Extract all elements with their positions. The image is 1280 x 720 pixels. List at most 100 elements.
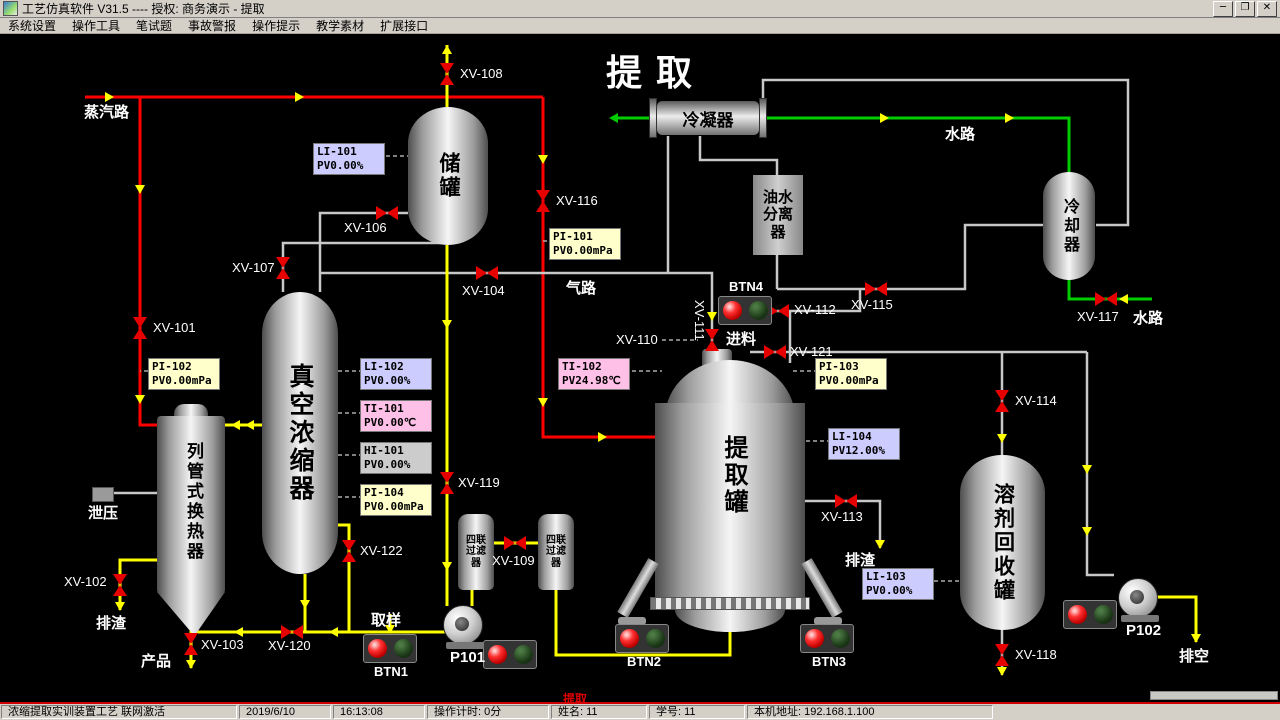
valve-XV-115[interactable] [865, 278, 887, 300]
valve-XV-113[interactable] [835, 490, 857, 512]
button-label-BTN3: BTN3 [812, 654, 846, 669]
button-panel-P101-lights[interactable] [483, 640, 537, 669]
close-button[interactable]: ✕ [1257, 0, 1277, 17]
lamp-green-P101-lights[interactable] [513, 645, 533, 664]
menu-item-1[interactable]: 系统设置 [8, 19, 57, 33]
status-field-operator-name: 姓名: 11 [551, 705, 647, 719]
window-title: 工艺仿真软件 V31.5 ---- 授权: 商务演示 - 提取 [22, 2, 265, 16]
valve-label-XV-110: XV-110 [616, 332, 658, 347]
pump-P101-label: P101 [450, 649, 486, 666]
condenser[interactable]: 冷凝器 [649, 98, 767, 138]
lamp-red-BTN2[interactable] [619, 629, 639, 648]
flow-label-water-line-top: 水路 [945, 126, 976, 143]
oil-water-separator[interactable]: 油水分离器 [753, 175, 803, 255]
button-panel-BTN2[interactable] [615, 624, 669, 653]
lamp-green-BTN1[interactable] [393, 639, 413, 658]
valve-XV-122[interactable] [338, 540, 360, 562]
valve-XV-107[interactable] [272, 257, 294, 279]
valve-XV-121[interactable] [764, 341, 786, 363]
lamp-red-BTN4[interactable] [722, 301, 742, 320]
valve-label-XV-114: XV-114 [1015, 393, 1057, 408]
lamp-red-BTN3[interactable] [804, 629, 824, 648]
cooler-label: 冷却器 [1061, 197, 1078, 255]
flow-label-slag-left: 排渣 [96, 615, 127, 632]
valve-XV-102[interactable] [109, 574, 131, 596]
lamp-red-BTN1[interactable] [367, 639, 387, 658]
vacuum-concentrator[interactable]: 真空浓缩器 [262, 292, 338, 574]
extraction-tank-flange [650, 597, 810, 610]
valve-label-XV-109: XV-109 [492, 553, 535, 568]
lamp-red-P101-lights[interactable] [487, 645, 507, 664]
valve-XV-120[interactable] [281, 621, 303, 643]
tube-heat-exchanger[interactable]: 列管式换热器 [157, 404, 225, 636]
button-panel-BTN4[interactable] [718, 296, 772, 325]
valve-label-XV-101: XV-101 [153, 320, 196, 335]
pump-P102[interactable] [1118, 578, 1162, 624]
status-field-process-name: 浓缩提取实训装置工艺 联网激活 [1, 705, 237, 719]
flow-label-feed: 进料 [726, 331, 757, 348]
pump-P101[interactable] [443, 605, 487, 651]
valve-label-XV-112: XV-112 [794, 302, 836, 317]
valve-XV-104[interactable] [476, 262, 498, 284]
filter-left[interactable]: 四联过滤器 [458, 514, 494, 590]
menu-item-3[interactable]: 笔试题 [136, 19, 173, 33]
flow-label-vent: 排空 [1179, 648, 1210, 665]
valve-XV-114[interactable] [991, 390, 1013, 412]
button-label-BTN2: BTN2 [627, 654, 661, 669]
minimize-button[interactable]: ─ [1213, 0, 1233, 17]
menu-item-5[interactable]: 操作提示 [252, 19, 301, 33]
maximize-button[interactable]: ❐ [1235, 0, 1255, 17]
valve-XV-103[interactable] [180, 633, 202, 655]
flow-label-product: 产品 [141, 653, 172, 670]
status-field-student-id: 学号: 11 [649, 705, 745, 719]
valve-XV-119[interactable] [436, 472, 458, 494]
button-panel-P102-lights[interactable] [1063, 600, 1117, 629]
lamp-green-P102-lights[interactable] [1093, 605, 1113, 624]
canvas-bottom-strip: 提取 [0, 690, 1280, 706]
valve-XV-116[interactable] [532, 190, 554, 212]
button-panel-BTN1[interactable] [363, 634, 417, 663]
extraction-tank[interactable]: 提取罐 [617, 345, 843, 637]
storage-tank[interactable]: 储罐 [408, 107, 488, 245]
status-field-time: 16:13:08 [333, 705, 425, 719]
button-panel-BTN3[interactable] [800, 624, 854, 653]
menu-item-6[interactable]: 教学素材 [316, 19, 365, 33]
condenser-flange-right [759, 98, 767, 138]
valve-XV-117[interactable] [1095, 288, 1117, 310]
valve-XV-118[interactable] [991, 644, 1013, 666]
valve-label-XV-117: XV-117 [1077, 309, 1119, 324]
valve-XV-106[interactable] [376, 202, 398, 224]
solvent-recovery-tank[interactable]: 溶剂回收罐 [960, 455, 1045, 630]
valve-label-XV-119: XV-119 [458, 475, 500, 490]
lamp-green-BTN4[interactable] [748, 301, 768, 320]
menu-item-2[interactable]: 操作工具 [72, 19, 121, 33]
lamp-red-P102-lights[interactable] [1067, 605, 1087, 624]
flow-label-gas-line: 气路 [566, 280, 597, 297]
lamp-green-BTN3[interactable] [830, 629, 850, 648]
valve-XV-108[interactable] [436, 63, 458, 85]
valve-XV-109[interactable] [504, 532, 526, 554]
menu-item-4[interactable]: 事故警报 [188, 19, 237, 33]
status-field-date: 2019/6/10 [239, 705, 331, 719]
menu-item-7[interactable]: 扩展接口 [380, 19, 429, 33]
app-icon [3, 1, 18, 16]
lamp-green-BTN2[interactable] [645, 629, 665, 648]
cooler[interactable]: 冷却器 [1043, 172, 1095, 280]
valve-XV-112[interactable] [767, 300, 789, 322]
pipes-steam [85, 95, 657, 439]
horizontal-scrollbar[interactable] [1150, 691, 1278, 700]
filter-right[interactable]: 四联过滤器 [538, 514, 574, 590]
instrument-connectors [140, 155, 960, 582]
valve-XV-101[interactable] [129, 317, 151, 339]
extraction-tank-label: 提取罐 [720, 435, 747, 516]
